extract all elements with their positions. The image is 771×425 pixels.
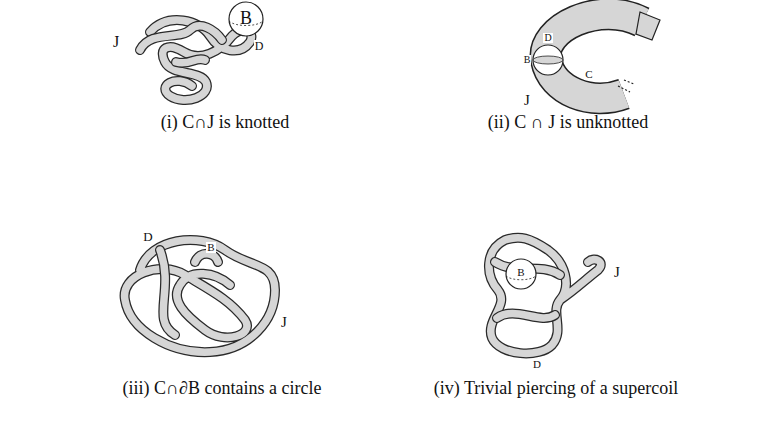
disk-label: D: [543, 33, 552, 43]
panel-caption: (i) C∩J is knotted: [161, 113, 290, 131]
panel-caption: (ii) C ∩ J is unknotted: [488, 113, 649, 131]
ball-label: B: [523, 55, 532, 65]
ball-label: B: [206, 242, 215, 253]
panel-caption: (iv) Trivial piercing of a supercoil: [434, 379, 678, 397]
supercoil: [489, 238, 601, 354]
looped-ribbon: [125, 240, 275, 352]
disk-label: D: [532, 359, 542, 370]
disk-label: D: [254, 40, 265, 52]
ribbon-label: J: [613, 265, 621, 280]
panel-caption: (iii) C∩∂B contains a circle: [123, 379, 322, 397]
disk-label: D: [142, 230, 153, 243]
unknotted-band: [533, 12, 660, 98]
ribbon-label: J: [112, 34, 120, 50]
knotted-ribbon: [140, 2, 263, 100]
ribbon-label: J: [523, 93, 531, 108]
ball-label: B: [517, 267, 524, 278]
ball-label: B: [240, 9, 252, 27]
component-label: C: [584, 69, 593, 80]
ribbon-label: J: [280, 315, 288, 330]
